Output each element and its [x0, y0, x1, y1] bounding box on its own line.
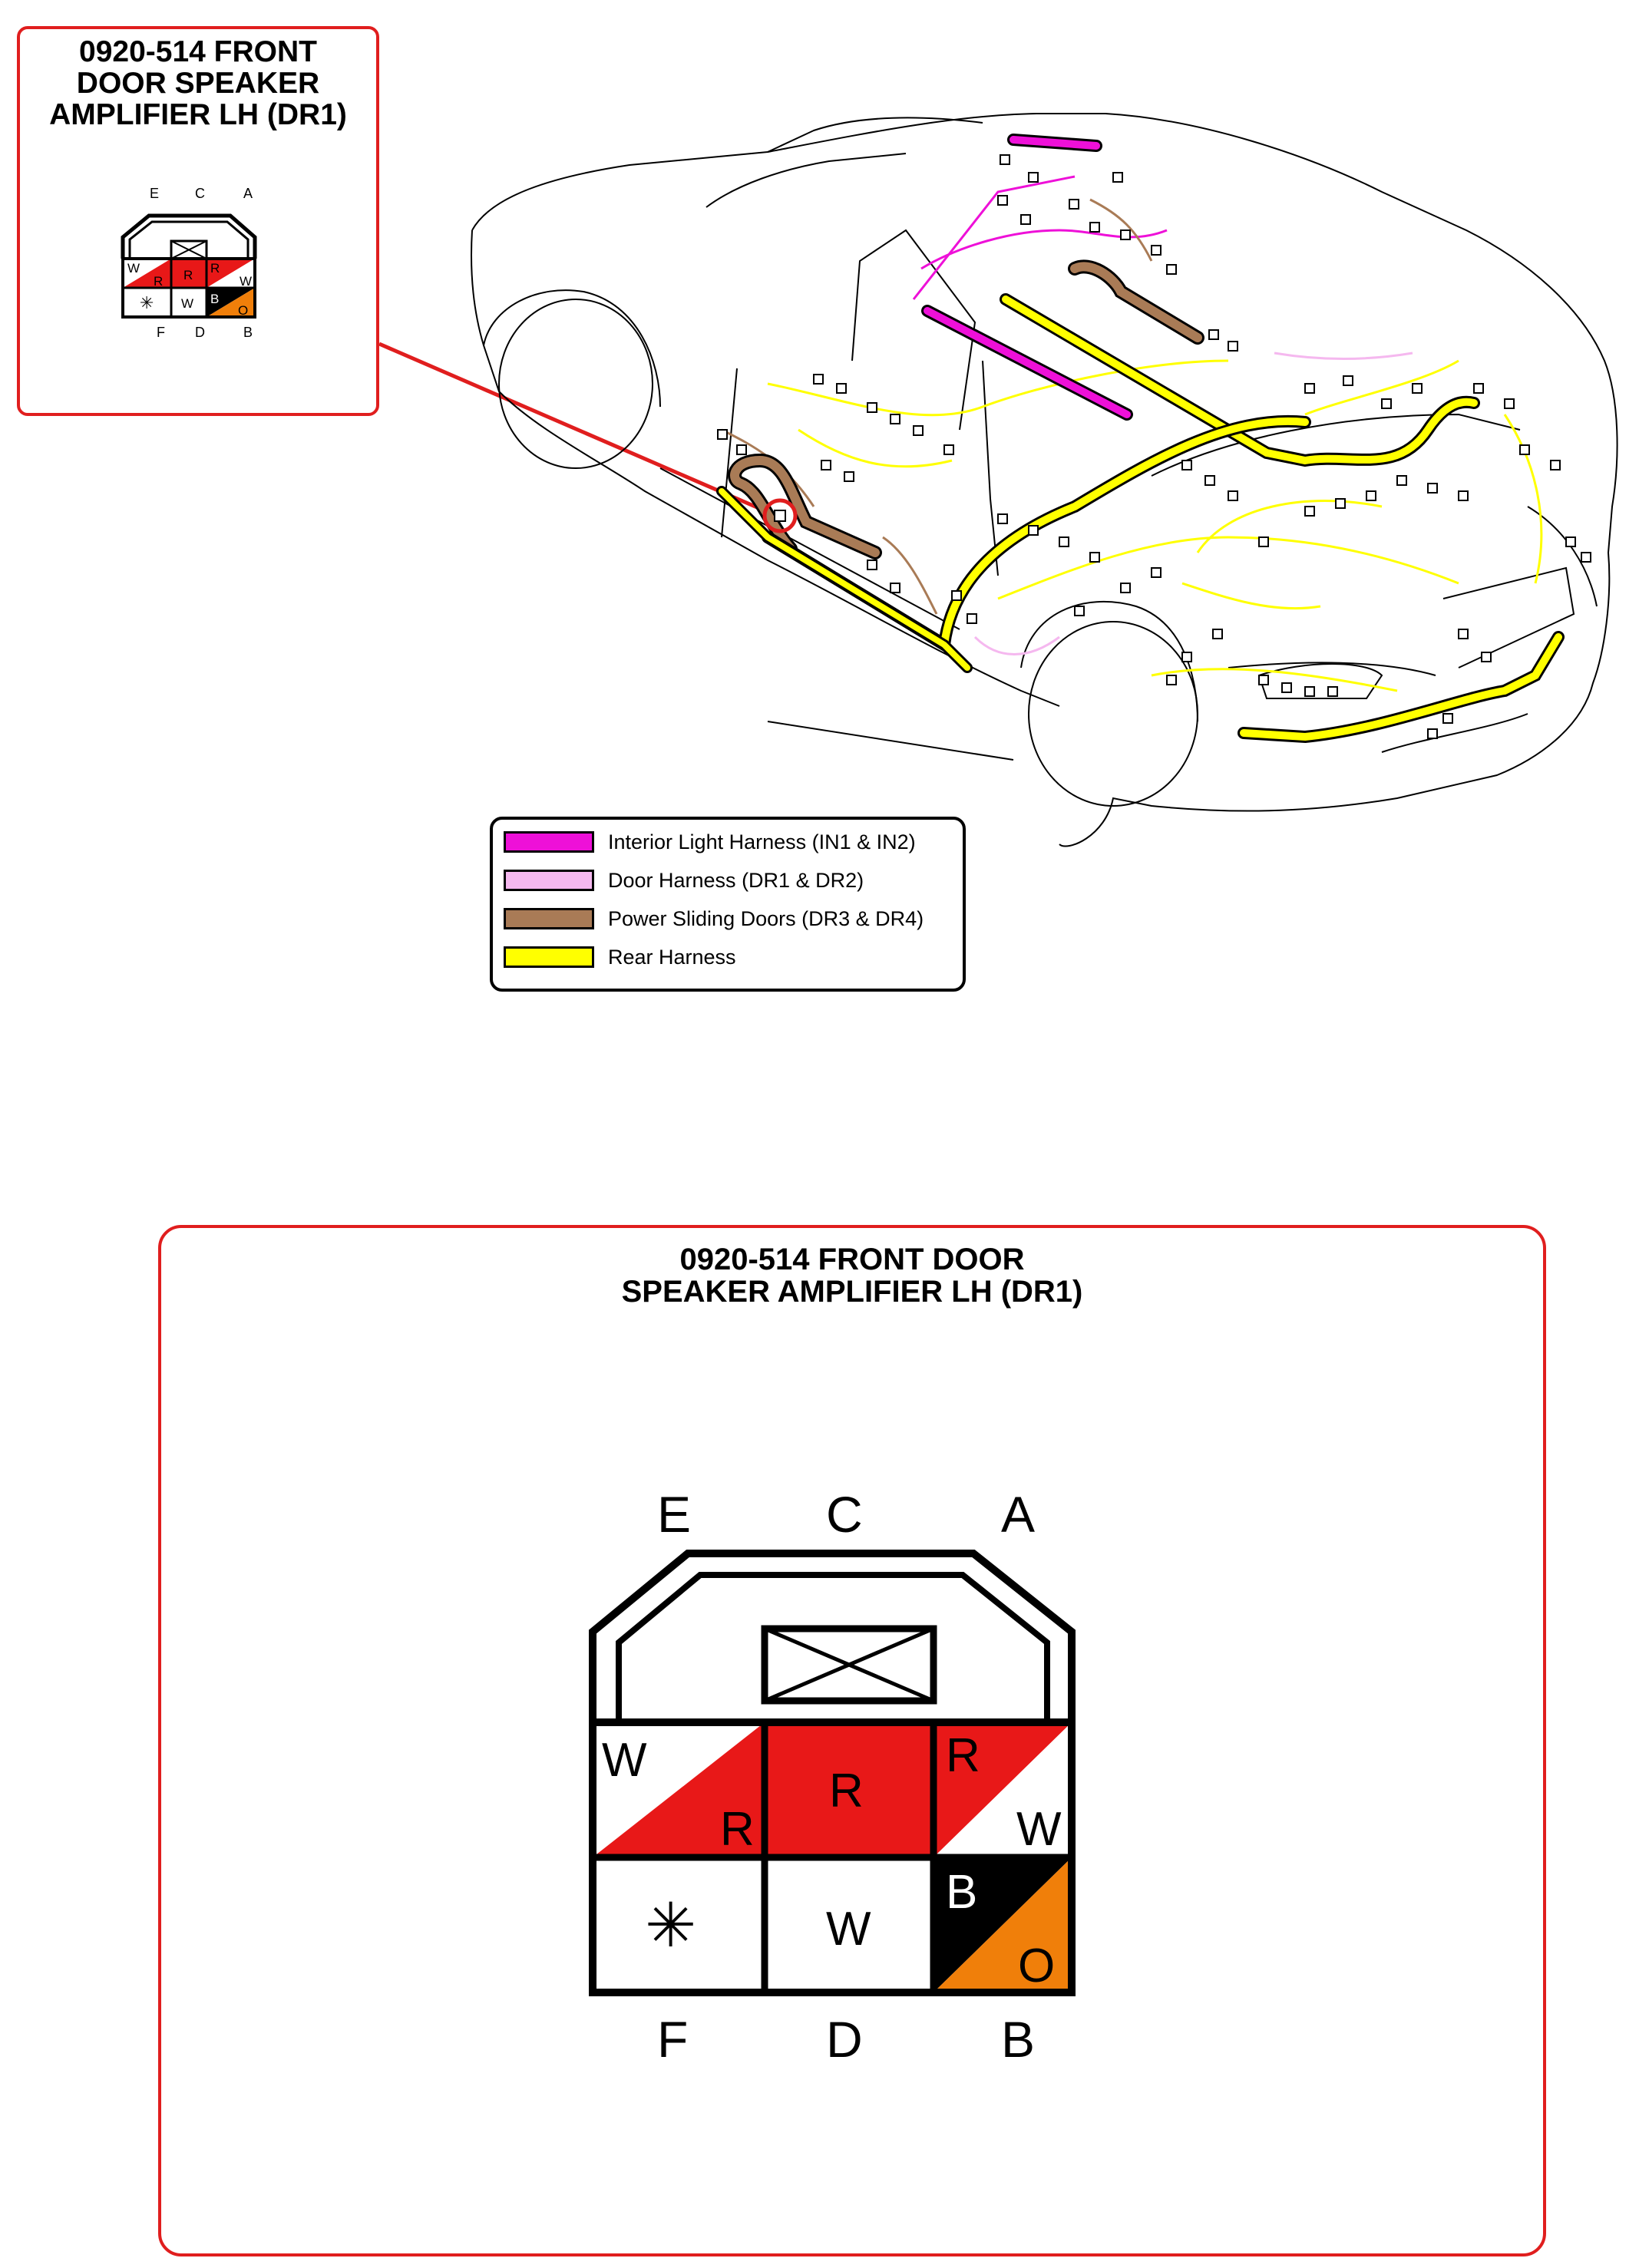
legend-label: Door Harness (DR1 & DR2)	[608, 868, 864, 892]
pin-D-color-1: W	[826, 1903, 871, 1956]
vehicle-harness-illustration	[470, 113, 1618, 847]
legend-swatch	[504, 870, 594, 891]
pin-B-color-2: O	[1018, 1940, 1055, 1992]
title-line-2: DOOR SPEAKER	[76, 66, 320, 100]
pin-label-F: F	[157, 325, 165, 340]
legend-label: Rear Harness	[608, 945, 736, 969]
pin-E-color-2: R	[154, 274, 163, 289]
legend-label: Power Sliding Doors (DR3 & DR4)	[608, 906, 924, 930]
pin-label-B: B	[1001, 2011, 1035, 2068]
legend-swatch	[504, 946, 594, 968]
connector-callout-small: 0920-514 FRONT DOOR SPEAKER AMPLIFIER LH…	[17, 26, 379, 416]
pin-B-color-1: B	[210, 292, 219, 306]
pin-label-E: E	[657, 1486, 691, 1543]
unused-pin-asterisk-icon: ✳	[645, 1891, 696, 1959]
connector-callout-large: 0920-514 FRONT DOOR SPEAKER AMPLIFIER LH…	[158, 1225, 1546, 2256]
legend-item-door-harness: Door Harness (DR1 & DR2)	[504, 867, 864, 893]
harness-legend: Interior Light Harness (IN1 & IN2) Door …	[490, 817, 966, 992]
pin-A-color-1: R	[210, 261, 220, 276]
legend-item-power-sliding-doors: Power Sliding Doors (DR3 & DR4)	[504, 906, 924, 932]
pin-label-D: D	[195, 325, 205, 340]
legend-swatch	[504, 908, 594, 929]
pin-B-color-2: O	[238, 303, 248, 318]
pin-label-C: C	[195, 186, 205, 201]
pin-E-color-1: W	[602, 1734, 647, 1787]
pin-label-A: A	[1001, 1486, 1035, 1543]
pin-C-color-1: R	[183, 268, 193, 282]
pin-A-color-1: R	[946, 1729, 980, 1782]
legend-label: Interior Light Harness (IN1 & IN2)	[608, 830, 916, 853]
pin-label-C: C	[826, 1486, 863, 1543]
connector-title-small: 0920-514 FRONT DOOR SPEAKER AMPLIFIER LH…	[20, 35, 376, 131]
pin-label-B: B	[243, 325, 253, 340]
pin-B-color-1: B	[946, 1866, 977, 1919]
connector-face-small: E C A W R R R W ✳ W B O	[121, 186, 257, 340]
title-line-3: AMPLIFIER LH (DR1)	[49, 97, 347, 131]
legend-item-rear-harness: Rear Harness	[504, 944, 736, 970]
unused-pin-asterisk-icon: ✳	[140, 293, 154, 312]
connector-highlight-circle	[762, 498, 798, 533]
legend-swatch	[504, 831, 594, 853]
pin-label-E: E	[150, 186, 159, 201]
title-line-1: 0920-514 FRONT DOOR	[679, 1243, 1025, 1276]
legend-item-interior-light: Interior Light Harness (IN1 & IN2)	[504, 829, 916, 855]
pin-E-color-1: W	[127, 261, 140, 276]
pin-label-F: F	[657, 2011, 688, 2068]
pin-C-color-1: R	[829, 1765, 864, 1817]
pin-D-color-1: W	[181, 296, 193, 311]
connector-face-large: E C A W R R R W ✳ W B O	[589, 1486, 1076, 2068]
pin-label-D: D	[826, 2011, 863, 2068]
pin-label-A: A	[243, 186, 253, 201]
pin-A-color-2: W	[240, 274, 252, 289]
pin-E-color-2: R	[720, 1803, 755, 1856]
callout-pointer-line	[378, 342, 763, 512]
title-line-2: SPEAKER AMPLIFIER LH (DR1)	[621, 1275, 1083, 1309]
title-line-1: 0920-514 FRONT	[79, 35, 317, 68]
connector-title-large: 0920-514 FRONT DOOR SPEAKER AMPLIFIER LH…	[161, 1243, 1543, 1308]
pin-A-color-2: W	[1016, 1803, 1062, 1856]
